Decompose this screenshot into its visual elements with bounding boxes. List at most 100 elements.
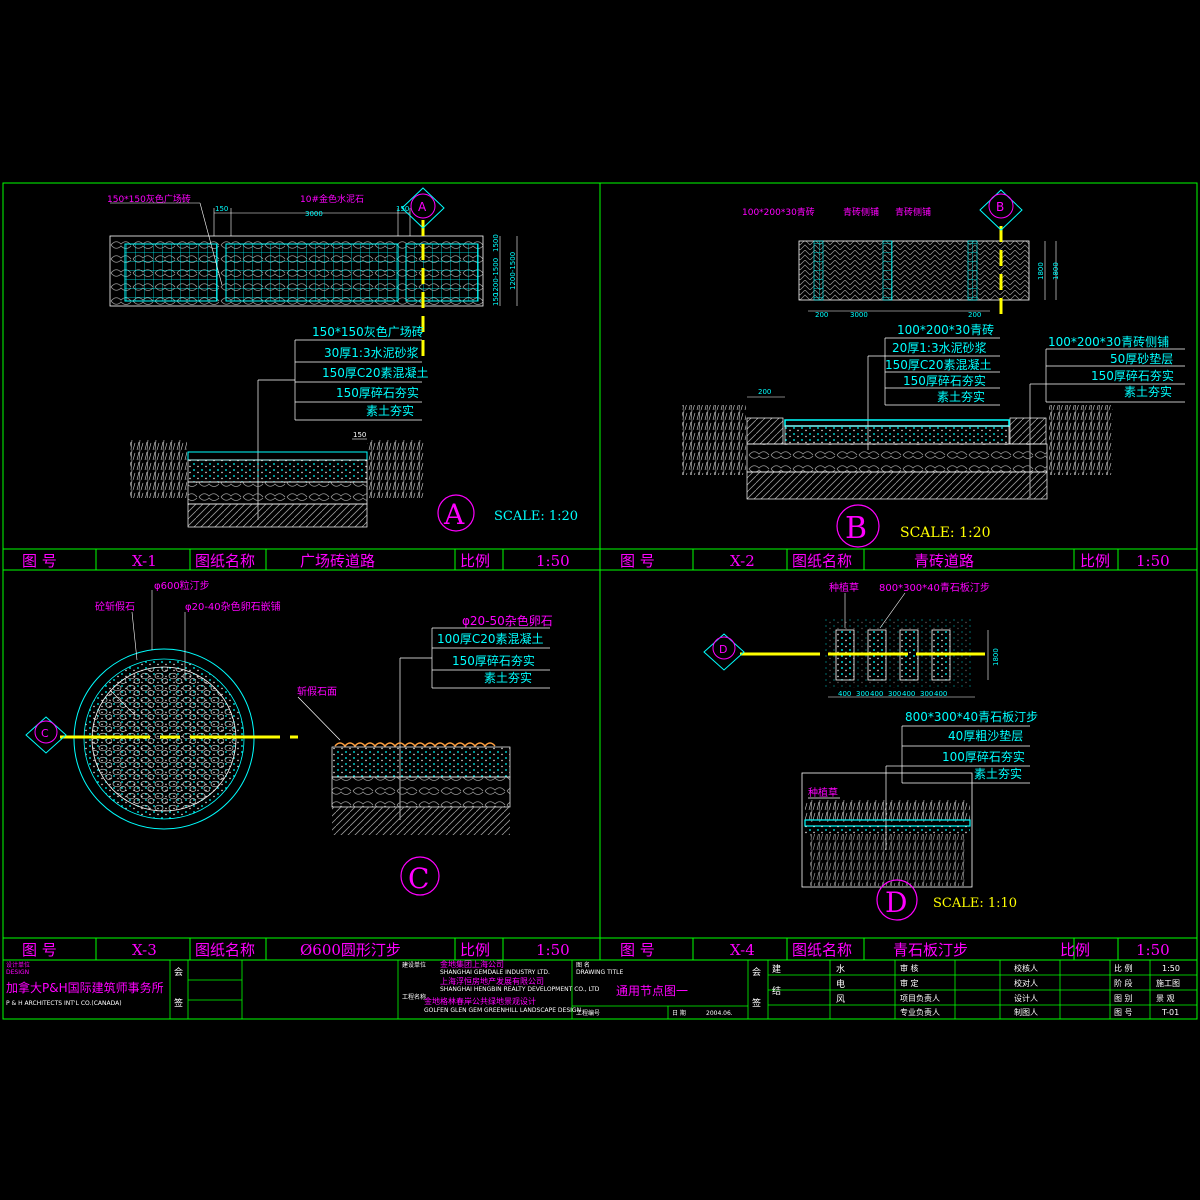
panel-c-section-soil bbox=[332, 807, 510, 835]
tb-approval-1: 审 定 bbox=[900, 978, 919, 988]
panel-c-layer-3: 素土夯实 bbox=[484, 670, 532, 685]
panel-b-dim-b0: 200 bbox=[815, 311, 828, 319]
titlebar-4-scale: 1:50 bbox=[1136, 941, 1170, 959]
tb-drawing-title: 通用节点图一 bbox=[616, 984, 688, 998]
panel-a-plan-label-tile: 150*150灰色广场砖 bbox=[107, 193, 191, 205]
tb-drawing-title-en: DRAWING TITLE bbox=[576, 969, 624, 976]
panel-d-dim-0: 400 bbox=[838, 690, 851, 698]
panel-c-plan-label-0: φ600粒汀步 bbox=[154, 579, 210, 592]
titlebar-4-name: 青石板汀步 bbox=[893, 941, 968, 959]
panel-b-layer-l3: 150厚碎石夯实 bbox=[903, 373, 986, 388]
tb-discipline-4: 风 bbox=[836, 994, 845, 1005]
panel-c-layer-1: 100厚C20素混凝土 bbox=[437, 631, 544, 646]
panel-c-big-marker bbox=[400, 856, 440, 896]
titlebar-4-label-name: 图纸名称 bbox=[792, 941, 852, 959]
panel-b-grass-left bbox=[682, 405, 746, 475]
panel-b-plan-label-side2: 青砖侧铺 bbox=[895, 206, 931, 218]
panel-b-layer-l2: 150厚C20素混凝土 bbox=[885, 357, 992, 372]
panel-b-dim-b2: 200 bbox=[968, 311, 981, 319]
tb-project-en: GOLFEN GLEN GEM GREENHILL LANDSCAPE DESI… bbox=[424, 1007, 581, 1014]
tb-date-label: 日 期 bbox=[672, 1009, 686, 1017]
panel-a-layer-4: 素土夯实 bbox=[366, 403, 414, 418]
panel-a-plan-grid-mid bbox=[225, 243, 399, 302]
panel-a-big-marker bbox=[437, 494, 475, 532]
tb-owner-label: 建设单位 bbox=[402, 961, 426, 969]
titlebar-1-scale: 1:50 bbox=[536, 552, 570, 570]
tb-discipline-0: 建 bbox=[772, 963, 781, 975]
panel-a-dim-right-2: 1200-1500 bbox=[509, 252, 517, 290]
tb-dev-en: SHANGHAI HENGBIN REALTY DEVELOPMENT CO.,… bbox=[440, 986, 600, 993]
panel-a-layer-0: 150*150灰色广场砖 bbox=[312, 324, 424, 339]
panel-d-section-marker-diamond bbox=[703, 633, 745, 671]
panel-c-section-concrete bbox=[331, 746, 511, 778]
panel-b: 100*200*30青砖 青砖侧铺 青砖侧铺 200 3000 200 1800… bbox=[682, 189, 1185, 548]
panel-a-section-tile bbox=[187, 451, 368, 461]
panel-b-layer-l0: 100*200*30青砖 bbox=[897, 322, 994, 337]
titlebar-4-no: X-4 bbox=[730, 941, 755, 959]
panel-c-section-marker-letter: C bbox=[41, 727, 49, 740]
panel-c: C φ600粒汀步 砼斩假石 φ20-40杂色卵石嵌铺 φ20-50杂色卵石 1… bbox=[25, 579, 553, 896]
panel-c-pebble-surface bbox=[334, 742, 496, 748]
panel-c-outer-ring bbox=[73, 648, 255, 830]
tb-firm-en: P & H ARCHITECTS INT'L CO.(CANADA) bbox=[6, 1000, 122, 1007]
panel-d-plan-label-0: 种植草 bbox=[829, 581, 859, 594]
panel-a-section-concrete bbox=[187, 459, 368, 483]
tb-discipline-3: 电 bbox=[836, 978, 845, 990]
titlebar-1-no: X-1 bbox=[132, 552, 157, 570]
panel-c-section-gravel bbox=[331, 776, 511, 808]
tb-qian-2: 签 bbox=[752, 997, 761, 1009]
panel-d-dim-1: 300 bbox=[856, 690, 869, 698]
tb-hui: 会 bbox=[174, 966, 183, 978]
tb-signer-1: 校对人 bbox=[1014, 978, 1038, 988]
panel-a-grass-right bbox=[367, 440, 424, 498]
titlebar-3-scale: 1:50 bbox=[536, 941, 570, 959]
panel-c-side-label: 斩假石面 bbox=[297, 685, 337, 698]
tb-meta-v2: 景 观 bbox=[1156, 994, 1175, 1003]
panel-d-dim-right: 1800 bbox=[992, 648, 1000, 666]
panel-a-layer-1: 30厚1:3水泥砂浆 bbox=[324, 345, 419, 360]
panel-d-grass bbox=[805, 800, 970, 822]
panel-a-grass-left bbox=[130, 440, 187, 498]
panel-b-big-marker-letter: B bbox=[845, 511, 867, 546]
tb-approval-3: 专业负责人 bbox=[900, 1007, 940, 1017]
panel-a-dim-3000: 3000 bbox=[305, 210, 323, 218]
panel-d-big-marker bbox=[876, 879, 918, 921]
tb-meta-k0: 比 例 bbox=[1114, 963, 1133, 973]
titlebar-2-label-name: 图纸名称 bbox=[792, 552, 852, 570]
tb-hui-2: 会 bbox=[752, 966, 761, 978]
panel-b-section-soil bbox=[746, 471, 1048, 500]
tb-meta-v1: 施工图 bbox=[1156, 978, 1180, 988]
panel-d-dim-3: 300 bbox=[888, 690, 901, 698]
panel-b-section-marker-diamond bbox=[979, 189, 1023, 231]
tb-design-label: 设计单位 bbox=[6, 961, 30, 969]
panel-b-section-concrete bbox=[784, 425, 1010, 445]
panel-a: 150*150灰色广场砖 10#金色水泥石 150 3000 150 1500 … bbox=[107, 187, 578, 532]
titlebar-3-label-name: 图纸名称 bbox=[195, 941, 255, 959]
tb-signer-2: 设计人 bbox=[1014, 993, 1038, 1003]
panel-a-section-marker-diamond bbox=[401, 187, 445, 229]
panel-d-layer-1: 40厚粗沙垫层 bbox=[948, 728, 1023, 743]
panel-a-section-soil bbox=[187, 503, 368, 528]
tb-approval-2: 项目负责人 bbox=[900, 993, 940, 1003]
panel-b-big-marker bbox=[836, 504, 880, 548]
panel-b-layer-l4: 素土夯实 bbox=[937, 389, 985, 404]
panel-c-plan-label-2: φ20-40杂色卵石嵌铺 bbox=[185, 600, 281, 613]
tb-meta-v0: 1:50 bbox=[1162, 964, 1180, 973]
titlebar-1-label-scale: 比例 bbox=[460, 552, 490, 570]
panel-a-section-marker-circle bbox=[410, 193, 436, 219]
panel-b-plan-label-side1: 青砖侧铺 bbox=[843, 206, 879, 218]
tb-date: 2004.06. bbox=[706, 1010, 733, 1017]
panel-b-section-gravel bbox=[746, 443, 1048, 473]
panel-a-dim-right-1: 1200-1500 bbox=[492, 258, 500, 296]
panel-b-layer-r1: 50厚砂垫层 bbox=[1110, 351, 1173, 366]
tb-discipline-1: 结 bbox=[772, 985, 781, 997]
panel-d-dim-2: 400 bbox=[870, 690, 883, 698]
panel-b-section-dim: 200 bbox=[758, 388, 771, 396]
panel-b-dim-r1: 1800 bbox=[1052, 262, 1060, 280]
panel-b-plan-label-brick: 100*200*30青砖 bbox=[742, 206, 815, 218]
sheet-frame bbox=[2, 182, 1198, 1020]
tb-signer-3: 制图人 bbox=[1014, 1007, 1038, 1017]
panel-a-big-marker-letter: A bbox=[443, 498, 465, 531]
tb-owner-en: SHANGHAI GEMDALE INDUSTRY LTD. bbox=[440, 969, 550, 976]
